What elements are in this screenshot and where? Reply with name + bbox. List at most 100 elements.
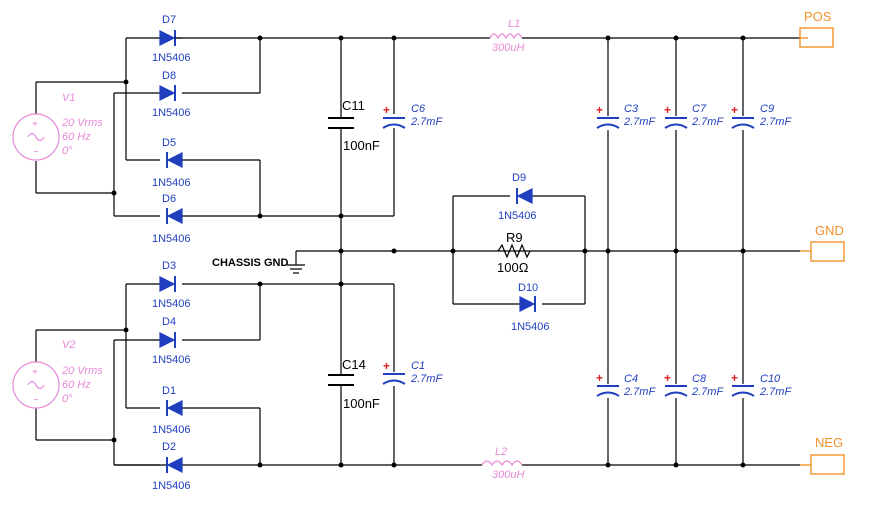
resistor-r9-value: 100Ω [497, 260, 529, 275]
diode-d1[interactable]: D1 1N5406 [152, 385, 191, 436]
capacitor-c7[interactable]: + C7 2.7mF [664, 103, 724, 129]
diode-d8[interactable]: D8 1N5406 [152, 70, 191, 119]
diode-d8-name: D8 [162, 70, 176, 82]
capacitor-c14-name: C14 [342, 357, 366, 372]
diode-d9-part: 1N5406 [498, 210, 537, 222]
inductor-l2-value: 300uH [492, 469, 524, 481]
port-gnd[interactable]: GND [800, 223, 845, 262]
capacitor-c10-name: C10 [760, 373, 781, 385]
svg-text:+: + [383, 103, 390, 117]
capacitor-c8[interactable]: + C8 2.7mF [664, 371, 724, 398]
capacitor-c6-value: 2.7mF [410, 116, 443, 128]
source-v1-name: V1 [62, 92, 75, 104]
diode-d1-part: 1N5406 [152, 424, 191, 436]
capacitor-c10[interactable]: + C10 2.7mF [731, 371, 792, 398]
diode-d3-name: D3 [162, 260, 176, 272]
diode-d2[interactable]: D2 1N5406 [152, 441, 191, 492]
diode-d10-name: D10 [518, 282, 538, 294]
capacitor-c3-name: C3 [624, 103, 639, 115]
diode-d8-part: 1N5406 [152, 107, 191, 119]
diode-d2-part: 1N5406 [152, 480, 191, 492]
source-v2-freq: 60 Hz [62, 379, 91, 391]
capacitor-c4-name: C4 [624, 373, 638, 385]
port-neg[interactable]: NEG [800, 435, 845, 475]
capacitor-c4-value: 2.7mF [623, 386, 656, 398]
source-v1-vrms: 20 Vrms [61, 117, 103, 129]
diode-d9[interactable]: D9 1N5406 [498, 172, 537, 222]
capacitor-c6[interactable]: + C6 2.7mF [382, 103, 443, 129]
svg-text:+: + [383, 359, 390, 373]
wires [36, 37, 800, 466]
capacitor-c14-value: 100nF [343, 396, 380, 411]
diode-d3[interactable]: D3 1N5406 [152, 260, 191, 310]
diode-d4-part: 1N5406 [152, 354, 191, 366]
diode-d6-name: D6 [162, 193, 176, 205]
capacitor-c9[interactable]: + C9 2.7mF [731, 103, 792, 129]
diode-d10[interactable]: D10 1N5406 [511, 282, 550, 333]
capacitor-c1-value: 2.7mF [410, 373, 443, 385]
capacitor-c3[interactable]: + C3 2.7mF [596, 103, 656, 129]
capacitor-c11-value: 100nF [343, 138, 380, 153]
svg-text:+: + [731, 103, 738, 117]
capacitor-c1-name: C1 [411, 360, 425, 372]
chassis-ground: CHASSIS GND [212, 257, 305, 274]
svg-text:+: + [664, 371, 671, 385]
port-pos[interactable]: POS [799, 9, 834, 48]
svg-text:+: + [32, 119, 38, 130]
capacitor-c14[interactable]: C14 100nF [328, 357, 380, 411]
capacitor-c1[interactable]: + C1 2.7mF [382, 359, 443, 385]
diode-d4[interactable]: D4 1N5406 [152, 316, 191, 366]
diode-d4-name: D4 [162, 316, 176, 328]
capacitor-c4[interactable]: + C4 2.7mF [596, 371, 656, 398]
svg-text:+: + [596, 371, 603, 385]
diode-d7[interactable]: D7 1N5406 [152, 14, 191, 64]
diode-d2-name: D2 [162, 441, 176, 453]
diode-d7-part: 1N5406 [152, 52, 191, 64]
capacitor-c8-name: C8 [692, 373, 707, 385]
source-v2[interactable]: + − V2 20 Vrms 60 Hz 0° [12, 330, 103, 440]
port-gnd-label: GND [815, 223, 844, 238]
port-neg-label: NEG [815, 435, 843, 450]
capacitor-c9-name: C9 [760, 103, 774, 115]
inductor-l1-value: 300uH [492, 42, 524, 54]
diode-d6-part: 1N5406 [152, 233, 191, 245]
capacitor-c9-value: 2.7mF [759, 116, 792, 128]
junction-dots [111, 35, 746, 468]
source-v1-freq: 60 Hz [62, 131, 91, 143]
source-v2-vrms: 20 Vrms [61, 365, 103, 377]
capacitor-c7-name: C7 [692, 103, 707, 115]
svg-text:+: + [596, 103, 603, 117]
diode-d5-part: 1N5406 [152, 177, 191, 189]
diode-d5-name: D5 [162, 137, 176, 149]
capacitor-c7-value: 2.7mF [691, 116, 724, 128]
svg-text:+: + [731, 371, 738, 385]
inductor-l2-name: L2 [495, 446, 507, 458]
svg-text:−: − [33, 147, 39, 158]
svg-text:+: + [664, 103, 671, 117]
inductor-l2[interactable]: L2 300uH [481, 446, 524, 481]
capacitor-c8-value: 2.7mF [691, 386, 724, 398]
capacitor-c3-value: 2.7mF [623, 116, 656, 128]
source-v2-name: V2 [62, 339, 75, 351]
source-v1-phase: 0° [62, 145, 73, 157]
diode-d3-part: 1N5406 [152, 298, 191, 310]
diode-d10-part: 1N5406 [511, 321, 550, 333]
diode-d5[interactable]: D5 1N5406 [152, 137, 191, 189]
chassis-ground-label: CHASSIS GND [212, 257, 288, 269]
port-pos-label: POS [804, 9, 832, 24]
inductor-l1[interactable]: L1 300uH [489, 18, 524, 54]
diode-d9-name: D9 [512, 172, 526, 184]
source-v2-phase: 0° [62, 393, 73, 405]
capacitor-c11-name: C11 [342, 98, 365, 113]
resistor-r9[interactable]: R9 100Ω [497, 230, 531, 275]
source-v1[interactable]: + − V1 20 Vrms 60 Hz 0° [12, 82, 103, 193]
capacitor-c6-name: C6 [411, 103, 426, 115]
diode-d7-name: D7 [162, 14, 176, 26]
capacitor-c11[interactable]: C11 100nF [328, 98, 380, 153]
resistor-r9-name: R9 [506, 230, 523, 245]
capacitor-c10-value: 2.7mF [759, 386, 792, 398]
inductor-l1-name: L1 [508, 18, 520, 30]
diode-d6[interactable]: D6 1N5406 [152, 193, 191, 245]
